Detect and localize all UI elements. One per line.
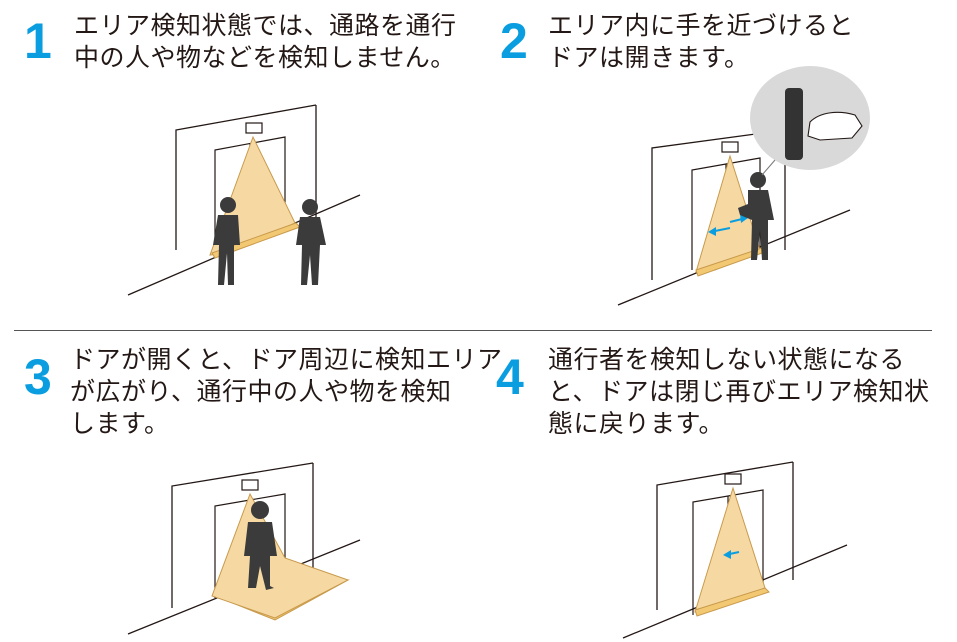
step-3-text: ドアが開くと、ドア周辺に検知エリア が広がり、通行中の人や物を検知 します。: [70, 345, 503, 438]
step-1-number: 1: [24, 13, 52, 69]
step-4-number: 4: [496, 349, 524, 405]
person-left: [213, 197, 240, 285]
door-sensor-icon: [245, 122, 263, 134]
step-1-illustration: [127, 104, 361, 296]
step-2-number: 2: [500, 13, 528, 69]
door-sensor-icon: [724, 473, 742, 485]
person-right: [296, 199, 326, 285]
door-sensor-icon: [721, 141, 739, 153]
hand-icon: [807, 111, 863, 141]
arrow-right-icon: [729, 214, 748, 223]
step-2-text: エリア内に手を近づけると ドアは開きます。: [548, 11, 855, 72]
person: [244, 501, 277, 590]
step-3-number: 3: [24, 349, 52, 405]
step-1-text: エリア検知状態では、通路を通行 中の人や物などを検知しません。: [74, 11, 457, 72]
arrow-left-icon: [708, 227, 731, 236]
divider: [14, 330, 932, 331]
step-4-text: 通行者を検知しない状態になる と、ドアは閉じ再びエリア検知状 態に戻ります。: [548, 345, 930, 438]
person: [738, 172, 774, 260]
step-4-illustration: [622, 461, 848, 639]
step-3-illustration: [127, 462, 361, 635]
touch-switch-icon: [785, 88, 803, 160]
door-sensor-icon: [241, 479, 259, 491]
arrow-left-icon: [723, 550, 740, 559]
step-2-illustration: [617, 66, 870, 306]
